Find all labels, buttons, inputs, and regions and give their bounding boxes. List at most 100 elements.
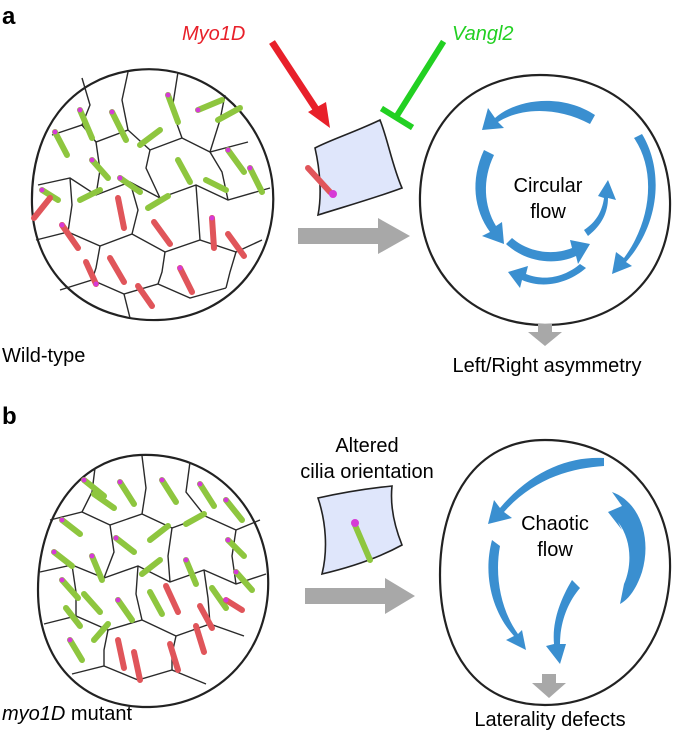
- cilium-red: [305, 165, 333, 195]
- cilium-green: [159, 477, 179, 505]
- cell-boundaries: [39, 455, 267, 685]
- cilium-green: [137, 127, 163, 148]
- cilium-red: [83, 259, 99, 287]
- panel-a-letter: a: [2, 3, 16, 30]
- single-cell-wildtype: [305, 118, 404, 217]
- cilium-green: [209, 585, 229, 611]
- cilium-green: [225, 147, 247, 175]
- panel-b-letter: b: [2, 403, 17, 430]
- flow-arrow: [488, 457, 604, 524]
- cilium-red: [151, 219, 173, 247]
- cilium-green: [89, 553, 105, 583]
- cilium-green: [117, 175, 143, 195]
- basal-body: [329, 190, 337, 198]
- cilium-green: [81, 591, 103, 615]
- cilium-green: [89, 157, 111, 181]
- cilium-red: [59, 222, 81, 251]
- cilium-green: [52, 129, 70, 158]
- vangl2-inhibition-arrow: [379, 39, 447, 131]
- cilium-red: [193, 623, 207, 655]
- wildtype-label: Wild-type: [2, 345, 85, 367]
- cilium-green: [147, 523, 171, 543]
- cilium-green: [352, 522, 373, 563]
- flow-arrow: [488, 540, 526, 650]
- cilium-red: [31, 195, 53, 221]
- cilium-red: [131, 649, 143, 683]
- cilium-green: [81, 477, 107, 499]
- cilium-green: [115, 597, 135, 623]
- cilium-green: [183, 511, 207, 527]
- cilium-green: [225, 537, 247, 559]
- cilium-red: [167, 641, 181, 673]
- cilium-green: [223, 497, 245, 523]
- cilium-green: [145, 193, 171, 211]
- cilia-group: [51, 477, 255, 683]
- cilium-green: [51, 549, 75, 569]
- altered-cilia-note-line1: Altered: [335, 435, 398, 457]
- cilium-green: [175, 157, 193, 185]
- cilium-red: [209, 215, 217, 251]
- mutant-node: [36, 453, 270, 709]
- cilium-green: [59, 577, 81, 601]
- flow-arrow: [608, 492, 646, 604]
- cilium-red: [163, 583, 181, 615]
- chaotic-flow-arrows: [488, 457, 646, 664]
- cilium-green: [91, 491, 117, 511]
- flow-arrow: [584, 180, 616, 236]
- flow-arrow: [506, 238, 590, 264]
- cilium-red: [197, 603, 215, 631]
- cilium-green: [195, 97, 225, 113]
- flow-arrow: [612, 134, 656, 274]
- cilium-green: [113, 535, 137, 555]
- cilium-green: [77, 187, 103, 203]
- flow-arrow: [475, 150, 504, 244]
- cilium-green: [91, 621, 111, 643]
- basal-bodies: [51, 477, 239, 643]
- outcome-arrow: [532, 674, 566, 698]
- altered-cilia-note-line2: cilia orientation: [300, 461, 433, 483]
- cilium-green: [63, 605, 83, 629]
- cilium-red: [107, 255, 127, 285]
- cilium-green: [147, 589, 165, 617]
- cilium-red: [225, 231, 247, 259]
- cilium-red: [115, 637, 127, 671]
- flow-arrow: [508, 264, 586, 288]
- myo1d-activation-arrow: [269, 40, 330, 128]
- cilium-green: [117, 479, 137, 507]
- circular-flow-line2: flow: [530, 201, 566, 223]
- kupffer-vesicle-mutant: Chaotic flow: [438, 438, 672, 707]
- mutant-label: myo1D mutant: [2, 703, 133, 725]
- flow-arrow: [546, 580, 580, 664]
- process-arrow: [298, 218, 410, 254]
- left-right-asymmetry-label: Left/Right asymmetry: [453, 355, 642, 377]
- circular-flow-arrows: [475, 100, 656, 288]
- basal-body: [351, 519, 359, 527]
- basal-bodies: [39, 92, 253, 287]
- wildtype-node: [30, 68, 275, 322]
- chaotic-flow-line2: flow: [537, 539, 573, 561]
- mutant-gene-name: myo1D: [2, 703, 65, 725]
- cilium-green: [165, 92, 181, 125]
- cilium-green: [59, 517, 83, 537]
- process-arrow: [305, 578, 415, 614]
- kupffer-vesicle-wildtype: Circular flow: [418, 73, 672, 327]
- flow-arrow: [482, 100, 595, 130]
- cilium-green: [183, 557, 199, 587]
- mutant-suffix: mutant: [65, 703, 132, 725]
- vangl2-label: Vangl2: [452, 23, 514, 45]
- outcome-arrow: [528, 324, 562, 346]
- cilium-red: [223, 597, 245, 613]
- cilium-red: [115, 195, 127, 231]
- cilium-green: [109, 109, 129, 143]
- cilium-green: [203, 177, 229, 193]
- cilium-green: [247, 165, 265, 195]
- cilium-green: [197, 481, 217, 509]
- myo1d-label: Myo1D: [182, 23, 245, 45]
- circular-flow-line1: Circular: [514, 175, 583, 197]
- cilia-group: [31, 92, 265, 309]
- cilium-green: [233, 569, 255, 593]
- cilium-green: [67, 637, 85, 663]
- cilium-red: [177, 265, 195, 295]
- single-cell-mutant: [316, 485, 404, 576]
